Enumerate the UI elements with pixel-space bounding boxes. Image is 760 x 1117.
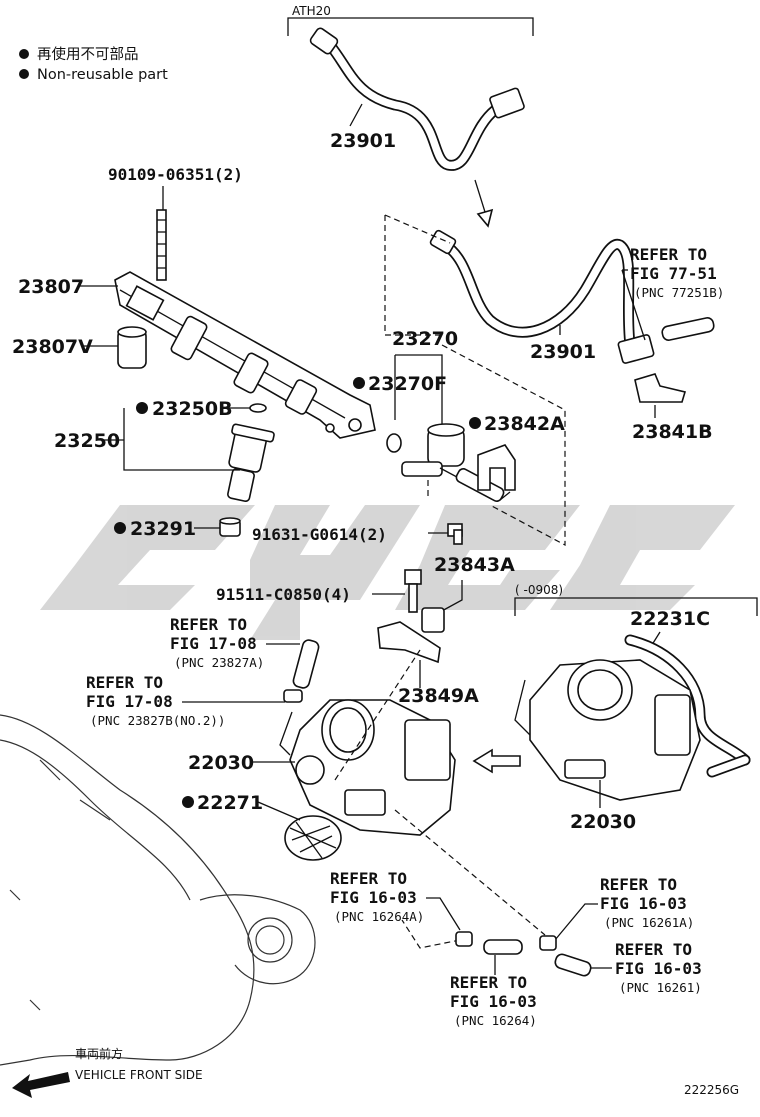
insulator-23807v bbox=[117, 326, 147, 369]
watermark-logo: cygc bbox=[40, 505, 735, 640]
svg-text:REFER TO: REFER TO bbox=[170, 615, 247, 634]
diagram-id: 222256G bbox=[684, 1083, 739, 1097]
legend-bullet-icon bbox=[19, 69, 29, 79]
variant-label-ath20: ATH20 bbox=[292, 4, 331, 18]
ref-fig-16-03-264a: REFER TO FIG 16-03 (PNC 16264A) bbox=[330, 869, 473, 947]
ref-fig-17-08-a: REFER TO FIG 17-08 (PNC 23827A) bbox=[170, 615, 320, 689]
vehicle-front-en: VEHICLE FRONT SIDE bbox=[75, 1068, 203, 1082]
label-23807: 23807 bbox=[18, 276, 84, 298]
fuel-hose-23901-lower bbox=[429, 229, 655, 364]
variant-label-0908: ( -0908) bbox=[515, 583, 563, 597]
svg-text:(PNC 16261): (PNC 16261) bbox=[619, 980, 702, 995]
label-23291: 23291 bbox=[130, 518, 196, 540]
label-23250: 23250 bbox=[54, 430, 120, 452]
o-ring-23270f bbox=[386, 433, 402, 453]
vehicle-front-indicator: 車両前方 VEHICLE FRONT SIDE bbox=[12, 1046, 203, 1098]
sensor-23843a bbox=[421, 607, 445, 633]
hose-16261 bbox=[554, 953, 592, 977]
bolt-91631 bbox=[447, 523, 463, 545]
label-23250b: 23250B bbox=[152, 398, 233, 420]
non-reusable-bullet-icon bbox=[182, 796, 194, 808]
ref-fig-16-03-264: REFER TO FIG 16-03 (PNC 16264) bbox=[450, 973, 537, 1028]
clamp-23842a bbox=[477, 444, 516, 491]
svg-text:FIG 77-51: FIG 77-51 bbox=[630, 264, 717, 283]
label-91511: 91511-C0850(4) bbox=[216, 585, 351, 604]
arrow-left-icon bbox=[472, 748, 521, 774]
svg-text:FIG 17-08: FIG 17-08 bbox=[86, 692, 173, 711]
throttle-body-22030-left bbox=[279, 699, 456, 836]
svg-text:(PNC 16261A): (PNC 16261A) bbox=[604, 915, 694, 930]
throttle-body-22030-right bbox=[514, 659, 701, 801]
legend-jp: 再使用不可部品 bbox=[37, 46, 139, 63]
svg-text:(PNC 16264): (PNC 16264) bbox=[454, 1013, 537, 1028]
svg-text:FIG 17-08: FIG 17-08 bbox=[170, 634, 257, 653]
hose-22231c bbox=[624, 634, 751, 778]
svg-text:FIG 16-03: FIG 16-03 bbox=[450, 992, 537, 1011]
fuel-hose-23901-upper bbox=[309, 27, 525, 171]
ref-fig-77-51: REFER TO FIG 77-51 (PNC 77251B) bbox=[621, 245, 724, 341]
svg-text:FIG 16-03: FIG 16-03 bbox=[615, 959, 702, 978]
label-23842a: 23842A bbox=[484, 413, 565, 435]
svg-text:REFER TO: REFER TO bbox=[630, 245, 707, 264]
svg-text:REFER TO: REFER TO bbox=[86, 673, 163, 692]
label-90109: 90109-06351(2) bbox=[108, 165, 243, 184]
grommet-23291 bbox=[219, 517, 241, 537]
ref-fig-16-03-261a: REFER TO FIG 16-03 (PNC 16261A) bbox=[539, 875, 694, 951]
legend: 再使用不可部品 Non-reusable part bbox=[19, 46, 168, 83]
ref-fig-16-03-261: REFER TO FIG 16-03 (PNC 16261) bbox=[615, 940, 702, 995]
svg-text:FIG 16-03: FIG 16-03 bbox=[600, 894, 687, 913]
legend-bullet-icon bbox=[19, 49, 29, 59]
label-22030-right: 22030 bbox=[570, 811, 636, 833]
bracket-23849a bbox=[377, 621, 441, 664]
svg-text:REFER TO: REFER TO bbox=[600, 875, 677, 894]
ref-fig-17-08-b: REFER TO FIG 17-08 (PNC 23827B(NO.2)) bbox=[86, 673, 303, 728]
arrow-down-icon bbox=[474, 179, 494, 228]
injector-23250 bbox=[227, 423, 275, 503]
fuel-rail-23807 bbox=[114, 271, 376, 439]
legend-en: Non-reusable part bbox=[37, 67, 168, 83]
label-23270: 23270 bbox=[392, 328, 458, 350]
label-91631: 91631-G0614(2) bbox=[252, 525, 387, 544]
variant-bracket-0908: ( -0908) bbox=[514, 583, 758, 616]
non-reusable-bullet-icon bbox=[469, 417, 481, 429]
hose-16264 bbox=[483, 939, 523, 955]
label-23849a: 23849A bbox=[398, 685, 479, 707]
non-reusable-bullet-icon bbox=[136, 402, 148, 414]
stud-bolt-90109 bbox=[156, 209, 167, 281]
o-ring-23250b bbox=[249, 403, 267, 413]
vehicle-front-jp: 車両前方 bbox=[75, 1046, 123, 1061]
svg-text:(PNC 23827A): (PNC 23827A) bbox=[174, 655, 264, 670]
label-23270f: 23270F bbox=[368, 373, 447, 395]
engine-outline bbox=[0, 714, 316, 1066]
label-23901-upper: 23901 bbox=[330, 130, 396, 152]
label-23843a: 23843A bbox=[434, 554, 515, 576]
label-22231c: 22231C bbox=[630, 608, 710, 630]
svg-text:(PNC 23827B(NO.2)): (PNC 23827B(NO.2)) bbox=[90, 713, 225, 728]
svg-text:REFER TO: REFER TO bbox=[330, 869, 407, 888]
label-23901-lower: 23901 bbox=[530, 341, 596, 363]
label-23807v: 23807V bbox=[12, 336, 93, 358]
svg-text:FIG 16-03: FIG 16-03 bbox=[330, 888, 417, 907]
variant-bracket-ath20: ATH20 bbox=[287, 4, 534, 36]
label-22271: 22271 bbox=[197, 792, 263, 814]
label-23841b: 23841B bbox=[632, 421, 713, 443]
svg-text:(PNC 77251B): (PNC 77251B) bbox=[634, 285, 724, 300]
svg-text:REFER TO: REFER TO bbox=[450, 973, 527, 992]
svg-text:REFER TO: REFER TO bbox=[615, 940, 692, 959]
clip-23841b bbox=[634, 373, 687, 418]
arrow-front-icon bbox=[12, 1072, 70, 1098]
label-22030-left: 22030 bbox=[188, 752, 254, 774]
gasket-22271 bbox=[284, 815, 342, 861]
non-reusable-bullet-icon bbox=[114, 522, 126, 534]
non-reusable-bullet-icon bbox=[353, 377, 365, 389]
bolt-91511 bbox=[404, 569, 422, 613]
svg-text:(PNC 16264A): (PNC 16264A) bbox=[334, 909, 424, 924]
